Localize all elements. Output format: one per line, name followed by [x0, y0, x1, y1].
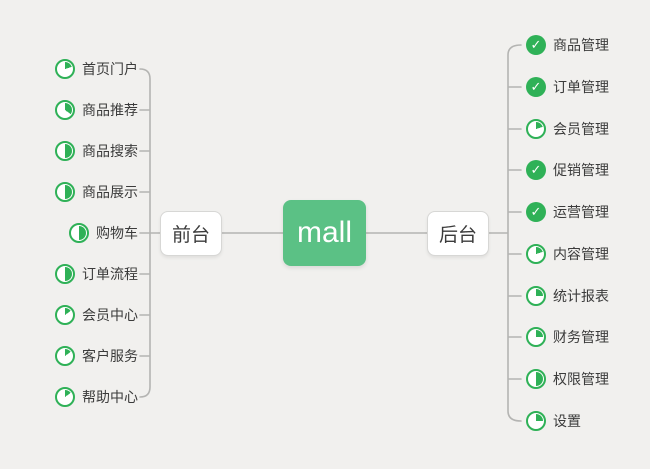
node-label: 权限管理 — [553, 371, 609, 387]
node-label: 财务管理 — [553, 329, 609, 345]
check-icon — [526, 160, 546, 180]
node-label: 促销管理 — [553, 162, 609, 178]
node-label: 会员管理 — [553, 121, 609, 137]
progress-pie-icon — [55, 141, 75, 161]
node-member-management[interactable]: 会员管理 — [526, 118, 609, 140]
node-shopping-cart[interactable]: 购物车 — [69, 222, 138, 244]
node-statistics-report[interactable]: 统计报表 — [526, 285, 609, 307]
node-settings[interactable]: 设置 — [526, 410, 581, 432]
progress-pie-icon — [55, 346, 75, 366]
node-label: 订单管理 — [553, 79, 609, 95]
progress-pie-icon — [526, 327, 546, 347]
progress-pie-icon — [55, 59, 75, 79]
progress-pie-icon — [55, 264, 75, 284]
progress-pie-icon — [55, 305, 75, 325]
node-label: 帮助中心 — [82, 389, 138, 405]
progress-pie-icon — [526, 244, 546, 264]
node-help-center[interactable]: 帮助中心 — [55, 386, 138, 408]
node-label: 设置 — [553, 413, 581, 429]
frontend-branch-node[interactable]: 前台 — [160, 211, 222, 256]
node-label: 购物车 — [96, 225, 138, 241]
check-icon — [526, 77, 546, 97]
node-label: 商品搜索 — [82, 143, 138, 159]
progress-pie-icon — [55, 182, 75, 202]
check-icon — [526, 202, 546, 222]
progress-pie-icon — [526, 286, 546, 306]
node-label: 订单流程 — [82, 266, 138, 282]
node-label: 运营管理 — [553, 204, 609, 220]
node-label: 内容管理 — [553, 246, 609, 262]
node-member-center[interactable]: 会员中心 — [55, 304, 138, 326]
progress-pie-icon — [55, 387, 75, 407]
node-permission-management[interactable]: 权限管理 — [526, 368, 609, 390]
node-home-portal[interactable]: 首页门户 — [55, 58, 138, 80]
node-order-management[interactable]: 订单管理 — [526, 76, 609, 98]
node-product-management[interactable]: 商品管理 — [526, 34, 609, 56]
node-label: 商品推荐 — [82, 102, 138, 118]
node-finance-management[interactable]: 财务管理 — [526, 326, 609, 348]
progress-pie-icon — [526, 411, 546, 431]
node-content-management[interactable]: 内容管理 — [526, 243, 609, 265]
node-customer-service[interactable]: 客户服务 — [55, 345, 138, 367]
node-label: 客户服务 — [82, 348, 138, 364]
progress-pie-icon — [526, 119, 546, 139]
node-label: 商品管理 — [553, 37, 609, 53]
node-label: 首页门户 — [82, 61, 138, 77]
backend-branch-node[interactable]: 后台 — [427, 211, 489, 256]
node-label: 商品展示 — [82, 184, 138, 200]
check-icon — [526, 35, 546, 55]
node-product-search[interactable]: 商品搜索 — [55, 140, 138, 162]
progress-pie-icon — [526, 369, 546, 389]
root-node-mall[interactable]: mall — [283, 200, 366, 266]
node-label: 会员中心 — [82, 307, 138, 323]
node-promotion-management[interactable]: 促销管理 — [526, 159, 609, 181]
progress-pie-icon — [69, 223, 89, 243]
node-product-recommend[interactable]: 商品推荐 — [55, 99, 138, 121]
node-operation-management[interactable]: 运营管理 — [526, 201, 609, 223]
node-product-display[interactable]: 商品展示 — [55, 181, 138, 203]
progress-pie-icon — [55, 100, 75, 120]
node-order-flow[interactable]: 订单流程 — [55, 263, 138, 285]
node-label: 统计报表 — [553, 288, 609, 304]
